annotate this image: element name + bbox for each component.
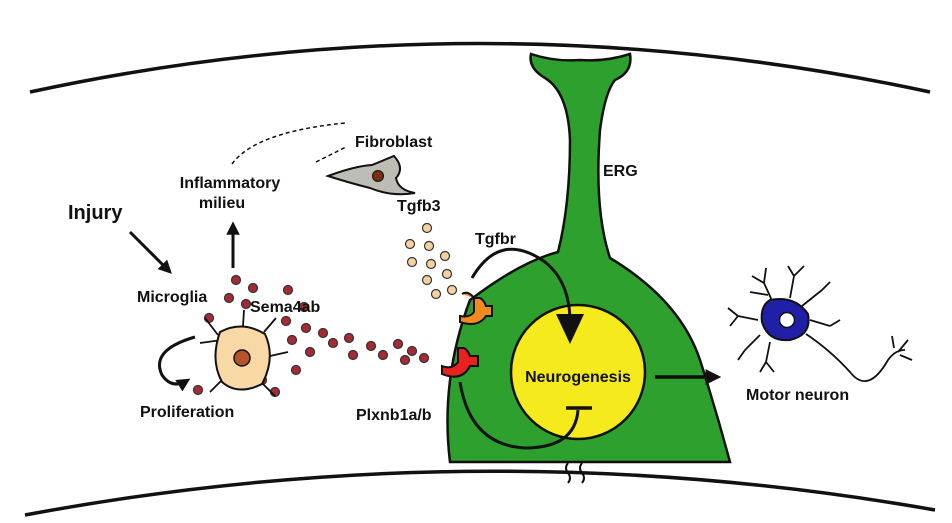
fibroblast-label: Fibroblast <box>355 134 433 151</box>
lower-boundary-line <box>24 469 936 517</box>
neurogenesis-label: Neurogenesis <box>525 369 631 386</box>
neurogenesis-circle <box>509 303 647 441</box>
endfoot-squiggle <box>565 462 585 484</box>
tgfb3-ligand-dots <box>404 222 458 300</box>
inflammatory-milieu-label-line2: milieu <box>199 195 245 212</box>
tgfbr-label: Tgfbr <box>475 231 516 248</box>
tgfbr-activation-arrowhead <box>556 314 584 344</box>
tgfbr-activation-arc <box>470 247 572 323</box>
motor-neuron <box>727 265 913 382</box>
upper-boundary-line <box>29 41 931 94</box>
injury-label: Injury <box>68 202 123 224</box>
plxnb1ab-inhibition-arc <box>458 381 580 450</box>
motor-neuron-label: Motor neuron <box>746 387 849 404</box>
plxnb1ab-label: Plxnb1a/b <box>356 407 432 424</box>
tgfbr-receptor <box>459 291 493 325</box>
sema4ab-label: Sema4ab <box>250 299 320 316</box>
tgfb3-label: Tgfb3 <box>397 198 441 215</box>
erg-label: ERG <box>603 163 638 180</box>
plxnb1ab-receptor <box>441 347 479 378</box>
milieu-fibroblast-dashed-link <box>231 122 347 165</box>
fibroblast-cell <box>324 154 416 196</box>
microglia-cell <box>199 309 289 397</box>
microglia-label: Microglia <box>137 289 207 306</box>
inflammatory-milieu-label-line1: Inflammatory <box>180 175 281 192</box>
proliferation-loop-arrow <box>157 335 196 392</box>
proliferation-label: Proliferation <box>140 404 234 421</box>
injury-to-microglia-arrow <box>128 230 172 274</box>
